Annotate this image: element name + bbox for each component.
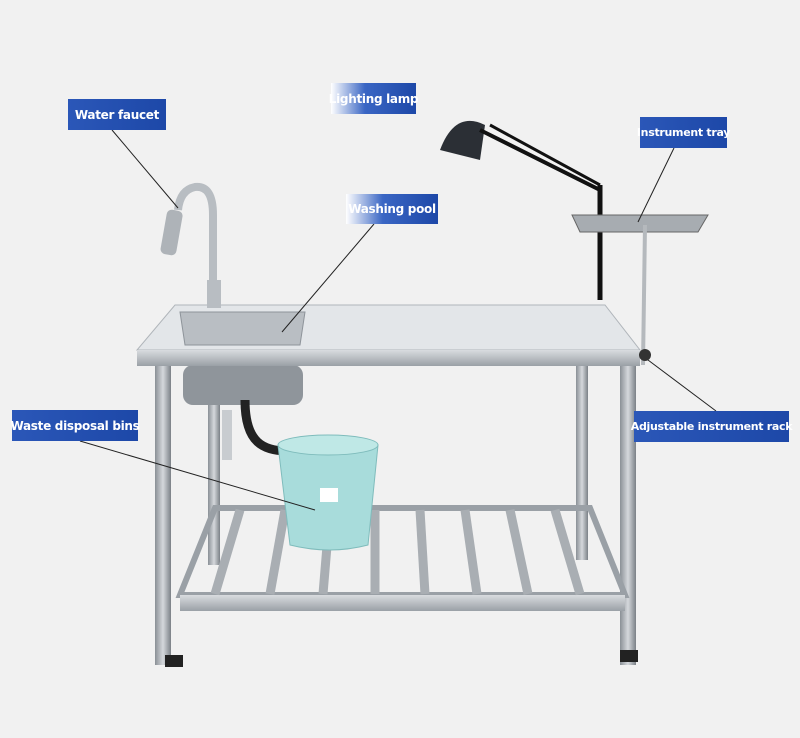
waste-bin <box>277 434 379 551</box>
label-lighting-lamp: Lighting lamp <box>329 83 419 114</box>
label-waste-disposal-bins: Waste disposal bins <box>11 410 140 441</box>
label-water-faucet: Water faucet <box>68 99 166 130</box>
label-instrument-tray: Instrument tray <box>637 117 730 148</box>
label-adjustable-instrument-rack: Adjustable instrument rack <box>631 411 793 442</box>
tabletop <box>135 304 642 366</box>
faucet <box>160 182 221 308</box>
instrument-tray-and-rack <box>571 214 709 366</box>
lamp <box>440 120 603 300</box>
bottom-shelf <box>175 505 630 611</box>
label-washing-pool: Washing pool <box>346 194 438 224</box>
callout-lines <box>79 129 717 511</box>
